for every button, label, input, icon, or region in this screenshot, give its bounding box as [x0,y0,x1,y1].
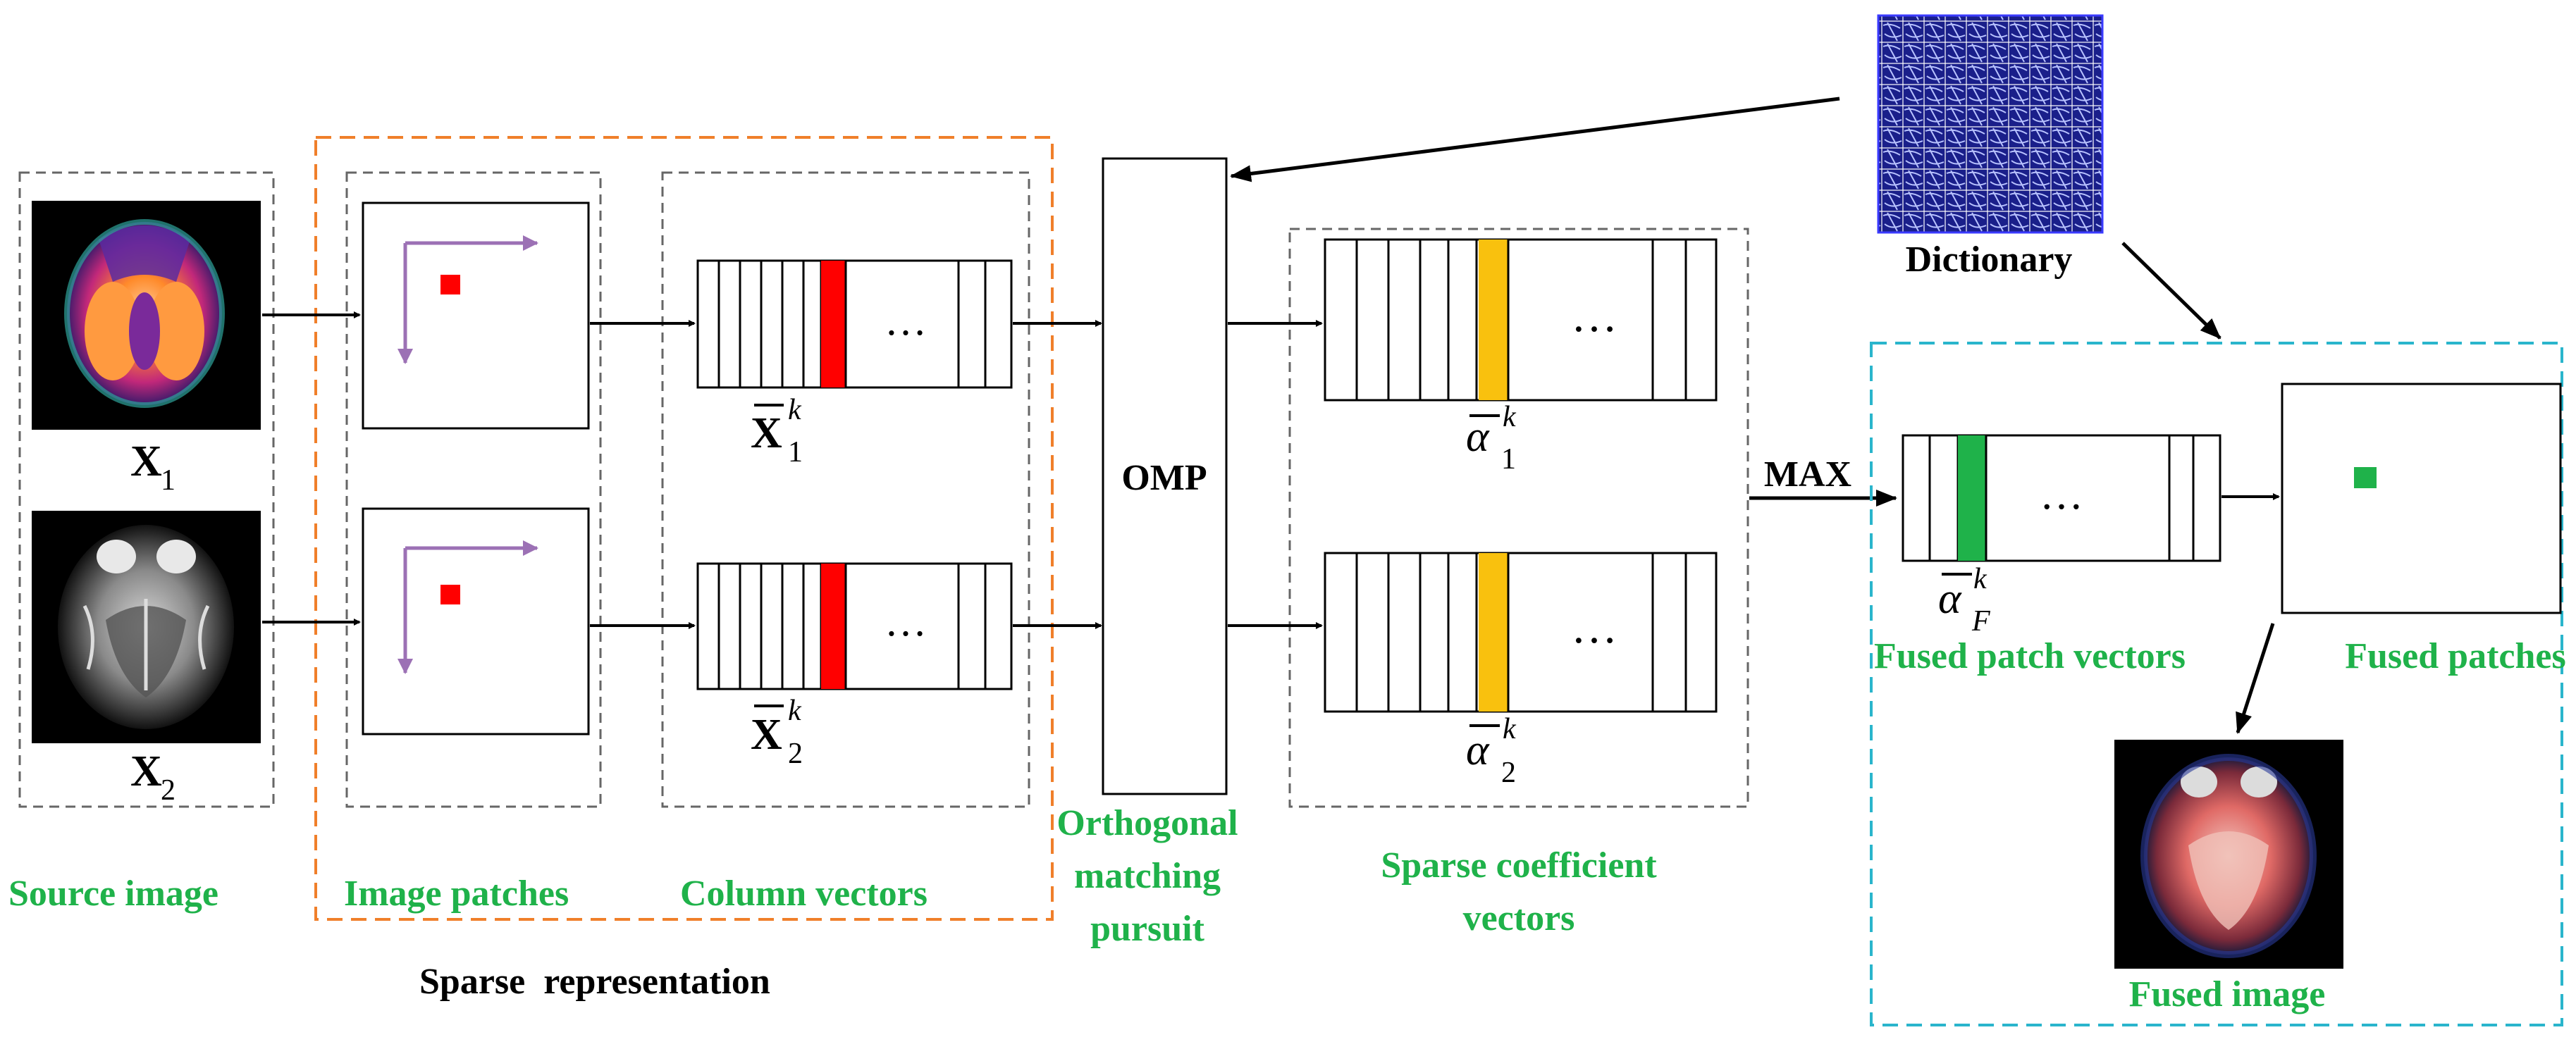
column-vector-1: … [696,259,1013,389]
pet-brain-scan-icon [32,201,261,430]
dictionary-atoms-grid-icon [1877,14,2104,234]
sparse-coefficient-caption-line2: vectors [1463,898,1575,938]
fused-patches-caption: Fused patches [2345,636,2565,676]
svg-text:k: k [788,695,802,727]
source-image-frame [18,171,275,808]
omp-label: OMP [1121,458,1207,498]
arrow-dictionary-to-fused [2121,242,2221,340]
omp-caption-line3: pursuit [1090,909,1205,949]
svg-text:k: k [1973,563,1988,595]
svg-text:k: k [1503,713,1517,745]
alpha1-label: α k 1 [1466,401,1517,476]
sparse-coefficient-frame [1288,228,1749,808]
svg-text:k: k [1503,401,1517,433]
fused-image-caption: Fused image [2129,974,2326,1014]
svg-text:1: 1 [788,436,803,468]
alphaF-label: α k F [1938,563,1990,638]
svg-text:α: α [1466,413,1490,461]
svg-text:k: k [788,394,802,426]
svg-text:…: … [885,297,927,344]
svg-text:…: … [1571,290,1617,342]
svg-text:2: 2 [788,738,803,770]
column-vectors-caption: Column vectors [680,874,928,914]
column-vector-2: … [696,562,1013,690]
sparse-representation-caption: Sparse representation [419,962,770,1002]
image-patches-caption: Image patches [344,874,569,914]
arrow-dictionary-to-omp [1230,97,1840,182]
fused-patch-vectors-caption: Fused patch vectors [1874,636,2186,676]
svg-text:X: X [130,747,162,795]
sparse-coefficient-caption-line1: Sparse coefficient [1381,845,1657,886]
fused-patch [2281,383,2562,614]
mri-brain-scan-icon [32,511,261,743]
svg-text:…: … [1571,602,1617,653]
fused-patch-vector: … [1902,434,2221,562]
fused-brain-scan-icon [2114,740,2343,969]
image-patch-2 [362,507,590,735]
svg-text:X: X [751,711,782,759]
omp-caption-line2: matching [1074,856,1221,896]
fusion-frame [1870,342,2563,1026]
sparse-representation-frame [314,136,1054,921]
x1-label: X 1 [130,437,175,497]
xk2-label: X k 2 [751,695,803,770]
alpha2-label: α k 2 [1466,713,1517,789]
sparse-coefficient-vector-2: … [1324,552,1718,713]
image-patch-1 [362,201,590,430]
svg-text:α: α [1466,726,1490,774]
svg-text:1: 1 [161,464,175,497]
image-patches-frame [345,171,602,808]
svg-text:…: … [2040,471,2083,519]
svg-text:…: … [885,598,927,645]
svg-text:X: X [130,437,162,485]
svg-text:α: α [1938,575,1962,623]
svg-text:2: 2 [161,774,175,807]
arrow-patch-to-fused-image [2236,623,2275,734]
svg-text:2: 2 [1501,757,1516,789]
max-label: MAX [1764,454,1851,495]
svg-text:F: F [1971,605,1990,638]
x2-label: X 2 [130,747,175,807]
omp-caption-line1: Orthogonal [1056,803,1238,843]
svg-text:1: 1 [1501,443,1516,476]
svg-text:X: X [751,409,782,457]
omp-block [1102,157,1228,795]
column-vectors-frame [661,171,1030,808]
source-image-caption: Source image [8,874,218,914]
sparse-coefficient-vector-1: … [1324,238,1718,402]
dictionary-caption: Dictionary [1906,240,2073,280]
xk1-label: X k 1 [751,394,803,468]
